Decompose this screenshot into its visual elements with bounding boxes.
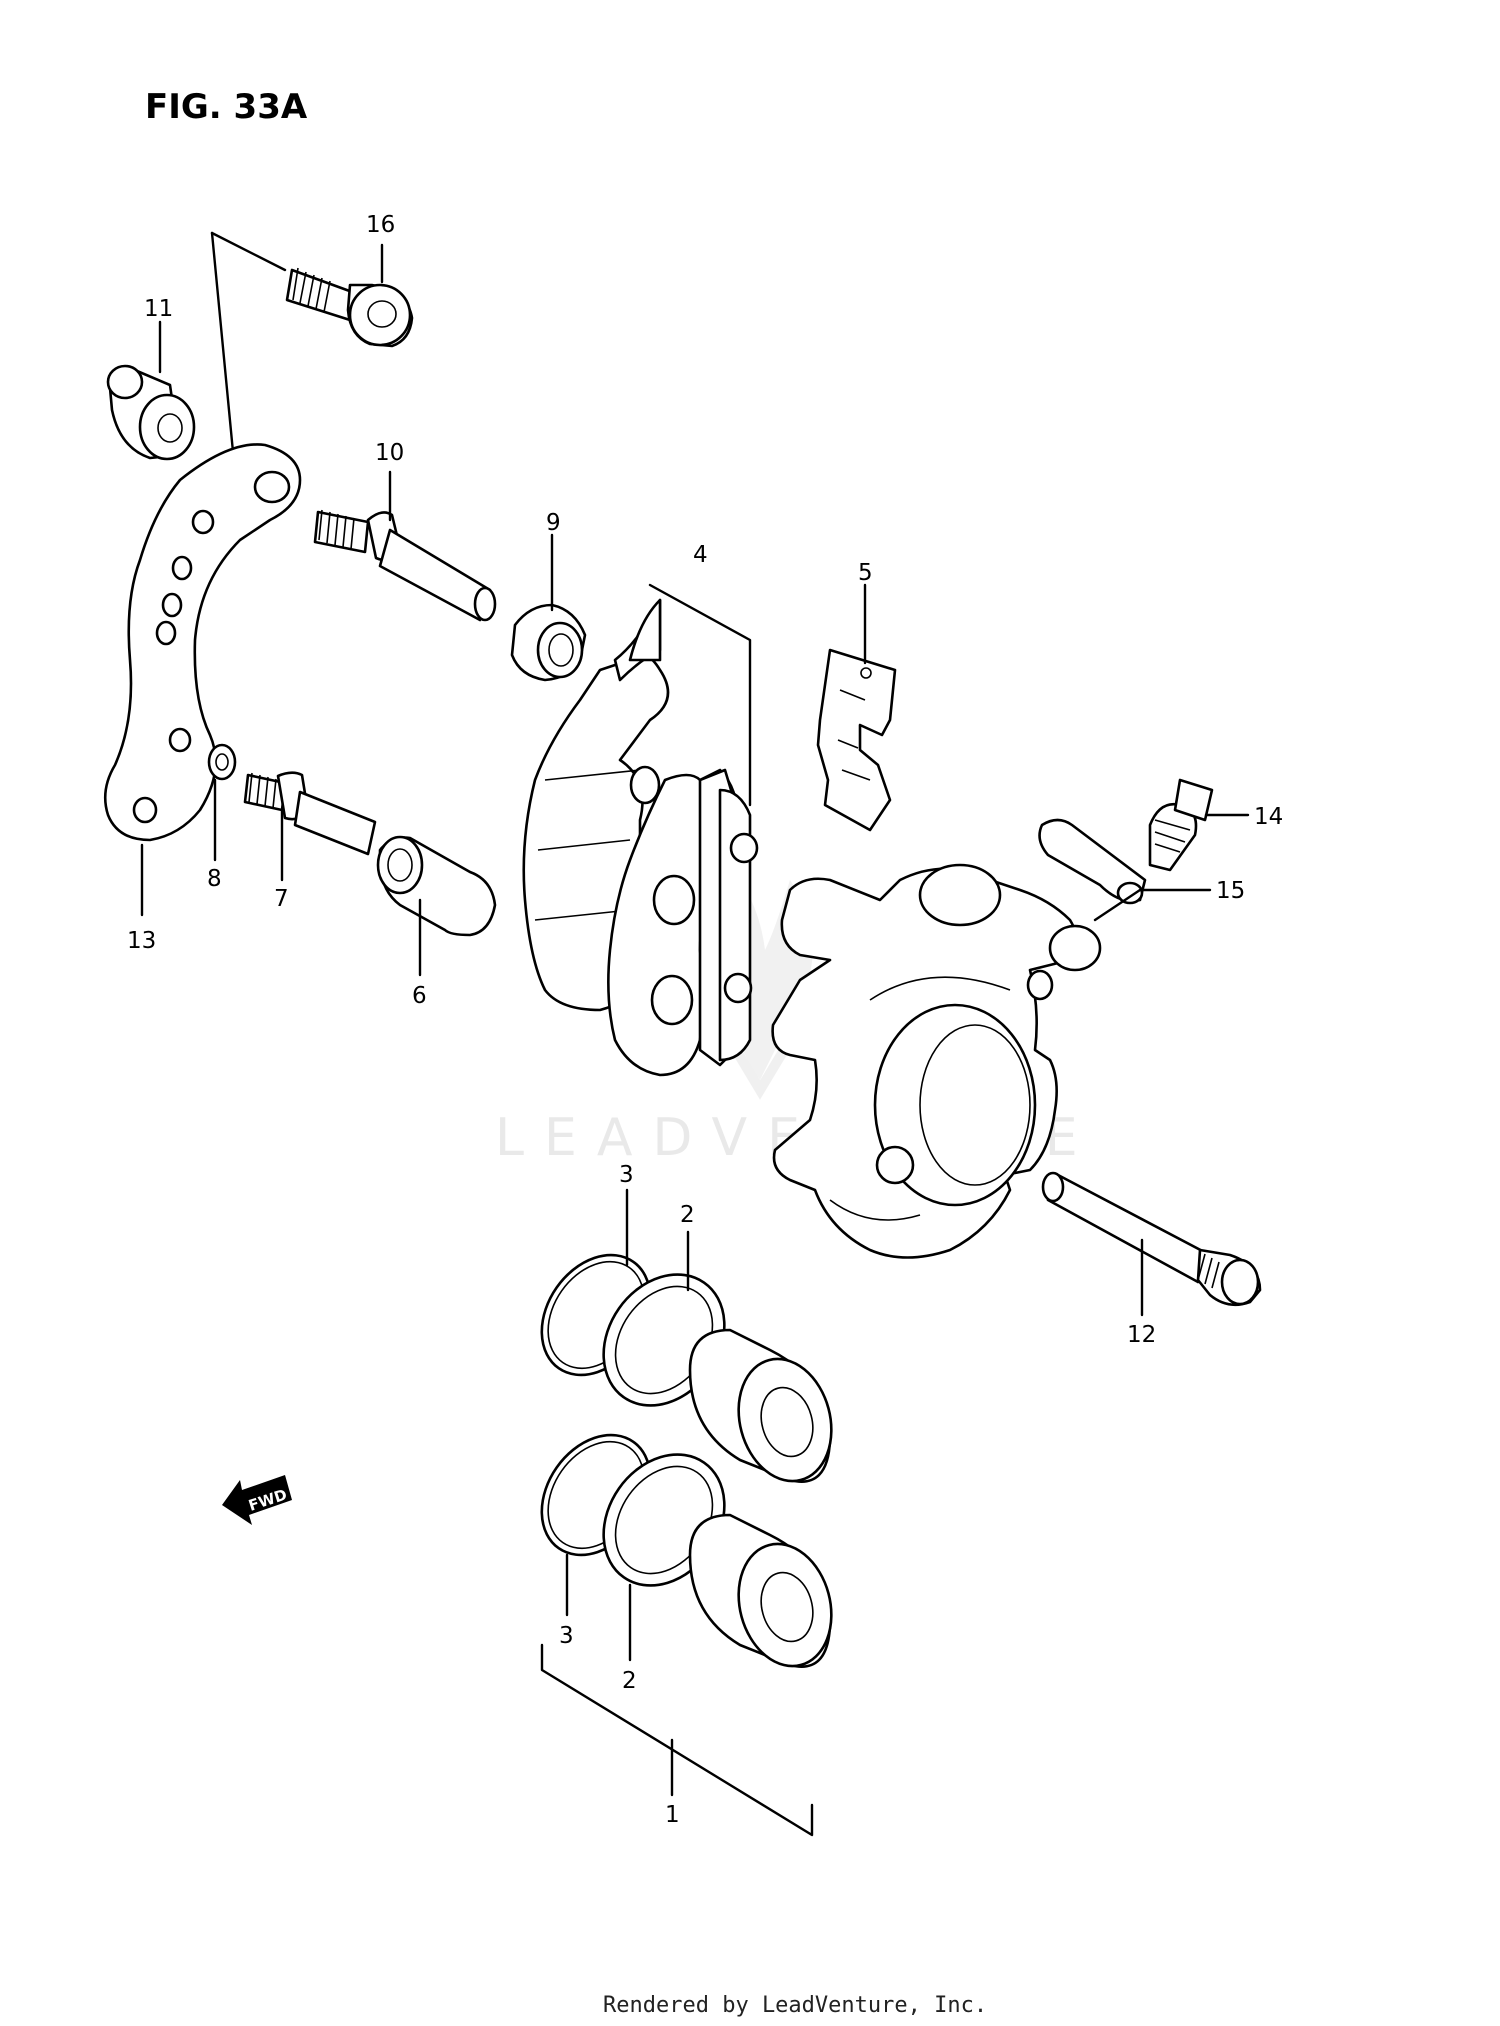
callout-2-top: 2 (680, 1202, 695, 1228)
callout-7: 7 (274, 886, 289, 912)
part-15-cap (1038, 818, 1147, 905)
callout-3-bottom: 3 (559, 1623, 574, 1649)
callout-3-top: 3 (619, 1162, 634, 1188)
part-4-brake-pads (522, 598, 759, 1077)
callout-14: 14 (1254, 804, 1283, 830)
part-10-pin (313, 509, 497, 622)
callout-9: 9 (546, 510, 561, 536)
piston-upper (688, 1328, 833, 1483)
part-7-pin (243, 771, 377, 856)
leader-1-bracket (540, 1643, 814, 1837)
part-5-spring-clip (816, 648, 897, 832)
footer-credit: Rendered by LeadVenture, Inc. (603, 1993, 987, 2018)
part-13-bracket (103, 443, 302, 842)
leader-15-b (1093, 888, 1142, 922)
part-12-bolt (1041, 1171, 1262, 1307)
callout-13: 13 (127, 928, 156, 954)
part-16-bolt (285, 267, 414, 348)
piston-lower (688, 1513, 833, 1668)
callout-10: 10 (375, 440, 404, 466)
part-9-boot (510, 603, 587, 682)
figure-title: FIG. 33A (145, 87, 308, 127)
callout-12: 12 (1127, 1322, 1156, 1348)
part-6-boot (376, 835, 497, 937)
part-14-bleeder (1148, 778, 1214, 872)
callout-4: 4 (693, 542, 708, 568)
part-11-sleeve (106, 364, 196, 461)
leader-16-a (210, 231, 287, 272)
callout-8: 8 (207, 866, 222, 892)
caliper-body (771, 863, 1102, 1259)
callout-11: 11 (144, 296, 173, 322)
callout-16: 16 (366, 212, 395, 238)
forward-arrow-icon: FWD (222, 1475, 292, 1525)
part-8-washer (207, 743, 237, 781)
callout-6: 6 (412, 983, 427, 1009)
callout-5: 5 (858, 560, 873, 586)
callout-15: 15 (1216, 878, 1245, 904)
leader-4-bracket (648, 583, 752, 807)
callout-1: 1 (665, 1802, 680, 1828)
callout-2-bottom: 2 (622, 1668, 637, 1694)
